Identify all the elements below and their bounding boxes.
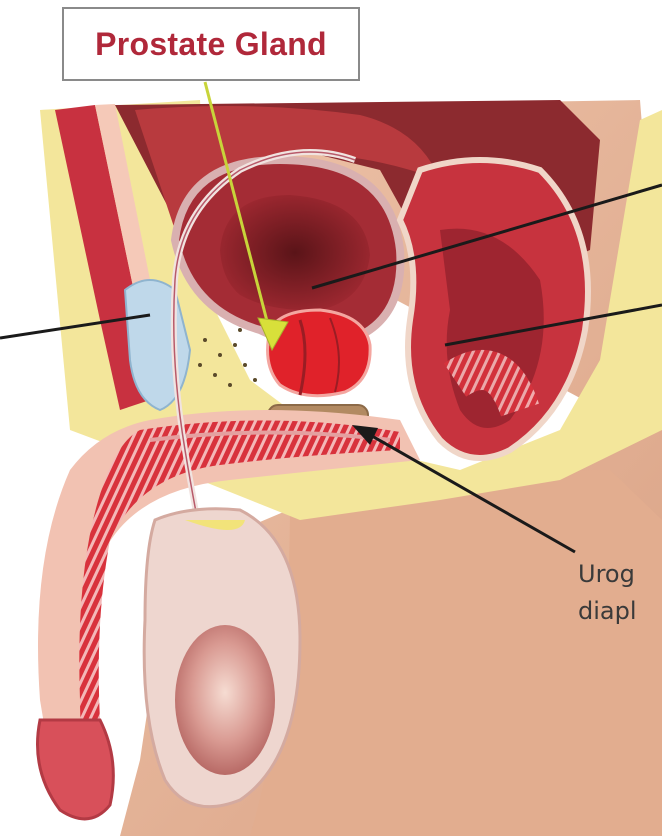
prostate-label: Prostate Gland — [95, 26, 327, 63]
glans — [38, 720, 114, 819]
urogenital-label-line1: Urog — [578, 560, 635, 588]
urogenital-label-line2: diapl — [578, 597, 637, 625]
testis — [175, 625, 275, 775]
thigh-skin — [250, 470, 662, 836]
prostate-label-box: Prostate Gland — [62, 7, 360, 81]
